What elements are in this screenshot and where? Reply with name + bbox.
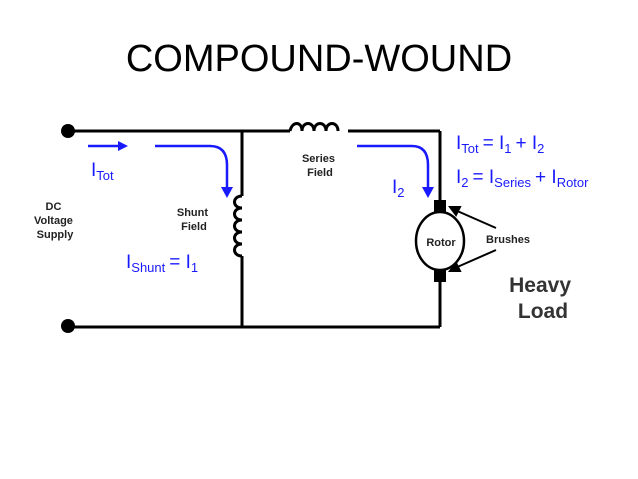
shunt-field-label: Shunt Field [177, 207, 211, 233]
supply-terminal-top [61, 124, 75, 138]
heavy-load-label: Heavy Load [509, 274, 577, 323]
i2-label: I2 [392, 177, 405, 200]
rotor-label: Rotor [426, 237, 456, 249]
dc-supply-label: DC Voltage Supply [34, 201, 76, 241]
brush-top [434, 200, 446, 213]
total-current-equation: ITot= I1+ I2 [456, 133, 544, 156]
i-tot-label: ITot [91, 160, 114, 183]
series-field-coil [288, 122, 340, 132]
series-field-label: Series Field [302, 153, 338, 179]
brush-pointer-arrows [448, 206, 497, 272]
current-arrows [88, 144, 430, 190]
i1-arrow [155, 144, 229, 190]
shunt-field-coil [233, 194, 243, 258]
supply-terminal-bottom [61, 319, 75, 333]
brushes-label: Brushes [486, 234, 530, 246]
page-title: COMPOUND-WOUND [125, 38, 513, 80]
i2-definition-equation: I2= ISeries+ IRotor [456, 167, 589, 190]
brush-bottom [434, 269, 446, 282]
circuit-wires [68, 122, 442, 329]
i-shunt-equation: IShunt= I1 [126, 252, 198, 275]
i2-arrow [357, 144, 430, 190]
